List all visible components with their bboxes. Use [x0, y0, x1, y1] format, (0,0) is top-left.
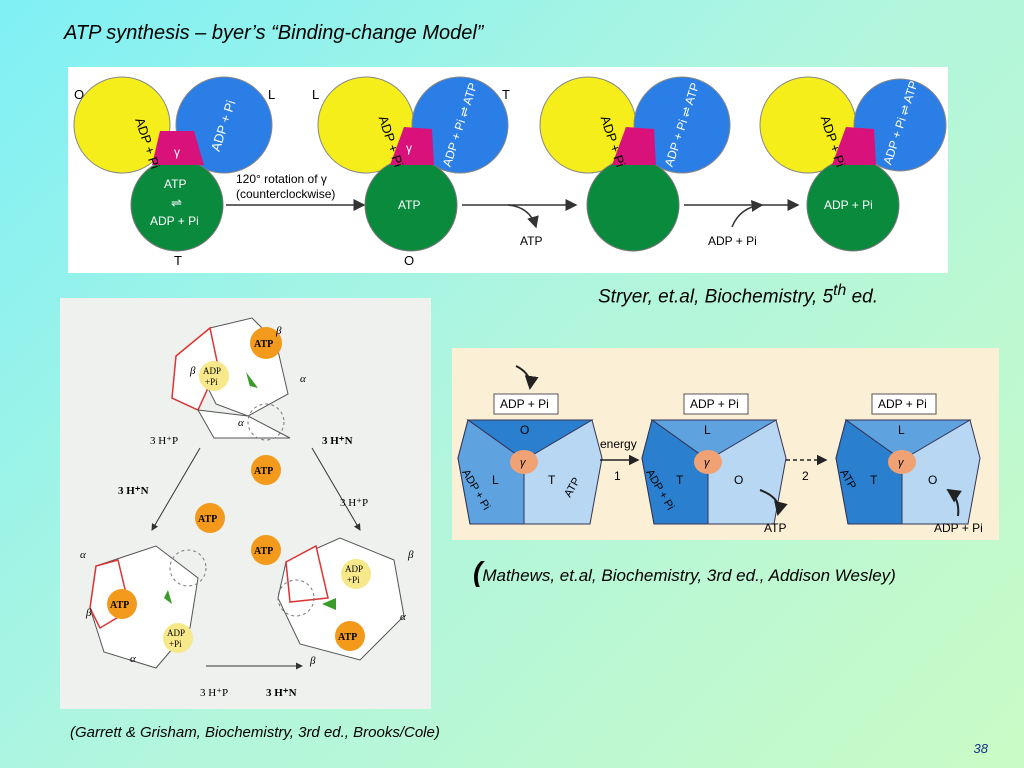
svg-text:α: α [400, 611, 406, 623]
svg-text:β: β [85, 607, 92, 619]
stryer-state-2: L T O γ ADP + Pi ADP + Pi ⇌ ATP ATP [312, 76, 510, 268]
svg-text:α: α [130, 653, 136, 665]
mathews-state-3: ADP + Pi γ L T O ATP ADP + Pi [835, 393, 983, 535]
svg-text:T: T [548, 473, 556, 487]
site-label-o: O [74, 87, 84, 102]
svg-text:3 H⁺N: 3 H⁺N [266, 687, 297, 699]
svg-text:L: L [898, 423, 905, 437]
svg-text:2: 2 [802, 469, 809, 483]
gamma-shaft [612, 127, 656, 165]
mathews-citation: (Mathews, et.al, Biochemistry, 3rd ed., … [473, 556, 896, 587]
svg-text:T: T [502, 87, 510, 102]
svg-text:α: α [238, 417, 244, 429]
svg-text:(counterclockwise): (counterclockwise) [236, 187, 335, 201]
svg-text:+Pi: +Pi [347, 575, 360, 585]
svg-text:ADP + Pi: ADP + Pi [690, 397, 739, 411]
rotation-label: 120° rotation of γ [236, 172, 327, 186]
svg-text:ATP: ATP [110, 600, 129, 611]
svg-text:3 H⁺P: 3 H⁺P [340, 497, 368, 509]
atp-release-label: ATP [520, 234, 542, 248]
gamma-shaft [390, 127, 434, 165]
adp-sphere [199, 361, 229, 391]
stryer-binding-change-diagram: O L T γ ADP + Pi ADP + Pi ATP ⇌ ADP + Pi… [68, 67, 948, 273]
svg-text:+Pi: +Pi [169, 639, 182, 649]
top-f1-complex: ATP ADP +Pi β β α α [171, 317, 306, 441]
garrett-citation: (Garrett & Grisham, Biochemistry, 3rd ed… [70, 724, 440, 741]
mathews-state-2: ADP + Pi γ L T O ADP + Pi ATP [641, 393, 788, 535]
atp-sphere [250, 327, 282, 359]
svg-text:T: T [870, 473, 878, 487]
adp-uptake-label: ADP + Pi [708, 234, 757, 248]
blue-subunit [853, 78, 947, 172]
stryer-citation: Stryer, et.al, Biochemistry, 5th ed. [598, 282, 879, 308]
svg-text:ADP + Pi: ADP + Pi [878, 397, 927, 411]
svg-text:+Pi: +Pi [205, 377, 218, 387]
svg-text:α: α [80, 549, 86, 561]
svg-text:T: T [676, 473, 684, 487]
svg-text:⇌: ⇌ [171, 195, 182, 210]
svg-text:L: L [704, 423, 711, 437]
svg-text:O: O [520, 423, 529, 437]
site-label-l: L [268, 87, 275, 102]
svg-text:L: L [312, 87, 319, 102]
svg-text:ATP: ATP [254, 466, 273, 477]
svg-text:3 H⁺N: 3 H⁺N [322, 435, 353, 447]
energy-label: energy [600, 437, 637, 451]
svg-text:ADP: ADP [203, 366, 221, 376]
garrett-rotational-catalysis-diagram: ATP ADP +Pi β β α α ATP ATP ATP 3 H⁺P 3 … [60, 298, 431, 709]
gamma-shaft [832, 127, 876, 165]
svg-text:ATP: ATP [764, 521, 786, 535]
svg-text:ATP: ATP [338, 632, 357, 643]
svg-text:3 H⁺N: 3 H⁺N [118, 485, 149, 497]
svg-text:ADP + Pi: ADP + Pi [500, 397, 549, 411]
svg-text:β: β [189, 365, 196, 377]
blue-subunit [175, 76, 273, 174]
svg-text:β: β [309, 655, 316, 667]
proton-label: 3 H⁺P [150, 435, 178, 447]
svg-text:γ: γ [174, 145, 180, 159]
svg-text:1: 1 [614, 469, 621, 483]
svg-text:ATP: ATP [254, 339, 273, 350]
bottom-left-f1-complex: ATP ADP +Pi α β α [80, 545, 207, 669]
svg-text:ADP: ADP [167, 628, 185, 638]
svg-text:ADP + Pi: ADP + Pi [150, 214, 199, 228]
svg-text:ADP + Pi: ADP + Pi [934, 521, 983, 535]
svg-text:ADP + Pi: ADP + Pi [824, 198, 873, 212]
yellow-subunit [73, 76, 171, 174]
blue-subunit [633, 76, 731, 174]
page-number: 38 [973, 741, 988, 756]
svg-text:O: O [928, 473, 937, 487]
svg-text:α: α [300, 373, 306, 385]
svg-text:γ: γ [704, 457, 711, 469]
bottom-right-f1-complex: ADP +Pi ATP α β β [277, 537, 414, 667]
svg-text:ATP: ATP [398, 198, 420, 212]
svg-text:ADP: ADP [345, 564, 363, 574]
stryer-state-4: ADP + Pi ADP + Pi ⇌ ATP ADP + Pi [759, 76, 947, 252]
svg-text:ATP: ATP [198, 514, 217, 525]
gamma-shaft [152, 131, 204, 165]
stryer-state-3: ADP + Pi ADP + Pi ⇌ ATP [539, 76, 731, 252]
svg-text:β: β [275, 325, 282, 337]
svg-text:γ: γ [406, 141, 412, 155]
svg-text:γ: γ [898, 457, 905, 469]
svg-text:γ: γ [520, 457, 527, 469]
svg-text:β: β [407, 549, 414, 561]
svg-text:ATP: ATP [164, 177, 186, 191]
svg-text:ATP: ATP [254, 546, 273, 557]
site-label-t: T [174, 253, 182, 268]
stryer-state-1: O L T γ ADP + Pi ADP + Pi ATP ⇌ ADP + Pi [73, 76, 275, 268]
slide-title: ATP synthesis – byer’s “Binding-change M… [64, 22, 484, 44]
svg-text:3 H⁺P: 3 H⁺P [200, 687, 228, 699]
mathews-binding-change-diagram: ADP + Pi γ O L T ADP + Pi ATP energy 1 A… [452, 348, 999, 540]
svg-text:O: O [734, 473, 743, 487]
svg-text:O: O [404, 253, 414, 268]
mathews-state-1: ADP + Pi γ O L T ADP + Pi ATP [457, 365, 603, 525]
green-subunit [586, 158, 680, 252]
blue-subunit [411, 76, 509, 174]
svg-text:L: L [492, 473, 499, 487]
